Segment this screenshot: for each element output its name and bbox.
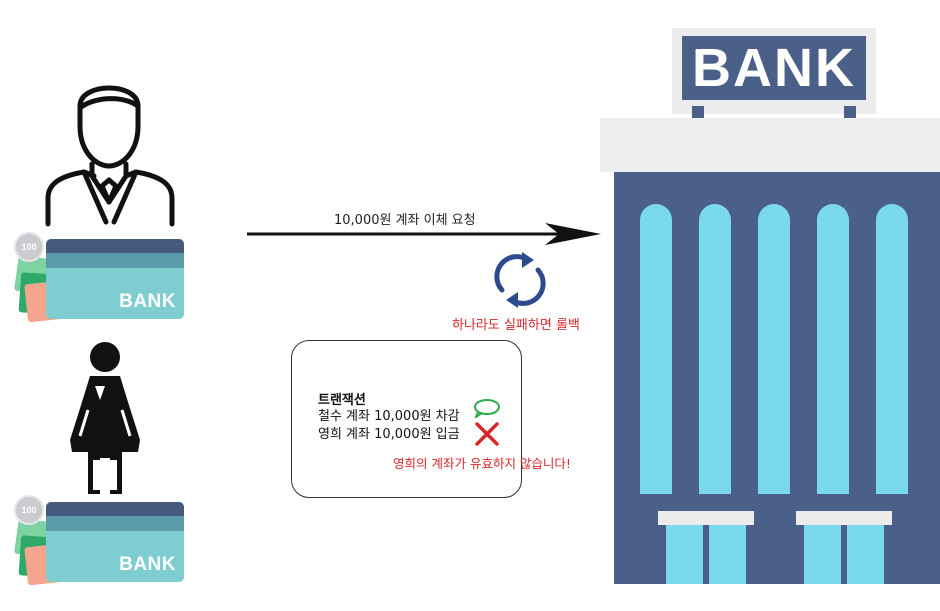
transaction-step-deposit: 영희 계좌 10,000원 입금 <box>318 427 460 442</box>
wallet-card-group-1: 100 BANK <box>10 228 190 328</box>
transaction-title: 트랜잭션 <box>318 393 366 408</box>
bank-window <box>876 204 908 494</box>
fail-x-icon <box>475 422 499 446</box>
coin-icon: 100 <box>14 232 44 262</box>
transaction-error-message: 영희의 계좌가 유효하지 않습니다! <box>393 456 571 471</box>
bank-card: BANK <box>46 502 184 582</box>
bank-sign-label: BANK <box>692 38 856 98</box>
woman-icon <box>70 342 140 494</box>
bank-card: BANK <box>46 239 184 319</box>
bank-building: BANK <box>600 20 940 611</box>
wallet-card-group-2: 100 BANK <box>10 491 190 591</box>
transfer-arrow <box>247 223 601 245</box>
rollback-label: 하나라도 실패하면 롤백 <box>452 318 580 333</box>
card-label: BANK <box>119 291 176 312</box>
bank-roof <box>600 118 940 172</box>
card-label: BANK <box>119 554 176 575</box>
transfer-request-label: 10,000원 계좌 이체 요청 <box>334 213 476 228</box>
bank-window <box>817 204 849 494</box>
bank-door-left-canopy <box>658 511 754 525</box>
coin-label: 100 <box>21 505 37 515</box>
bank-door-right-canopy <box>796 511 892 525</box>
coin-label: 100 <box>21 242 37 252</box>
transaction-box <box>291 340 522 498</box>
bank-window <box>640 204 672 494</box>
bank-window <box>758 204 790 494</box>
bank-sign-board: BANK <box>682 36 866 100</box>
success-check-icon <box>474 399 500 418</box>
man-icon <box>45 85 175 227</box>
transaction-step-withdraw: 철수 계좌 10,000원 차감 <box>318 409 460 424</box>
bank-window <box>699 204 731 494</box>
rollback-sync-icon <box>494 252 546 308</box>
coin-icon: 100 <box>14 495 44 525</box>
